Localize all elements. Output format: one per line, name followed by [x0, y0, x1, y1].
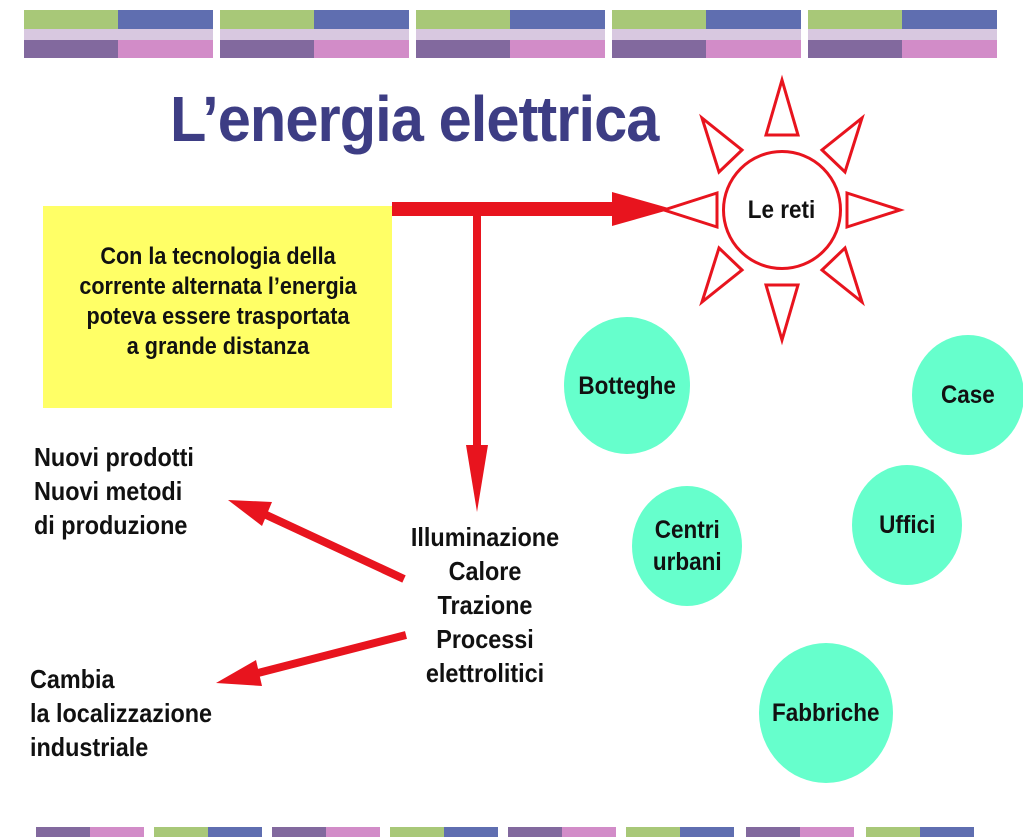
node-uffici-label: Uffici — [878, 511, 936, 539]
networks-hub: Le reti — [722, 150, 842, 270]
effect-relocation: Cambia la localizzazione industriale — [30, 664, 213, 762]
arrow-head-upper-left — [228, 500, 272, 526]
arrow-head-down — [466, 445, 488, 512]
arrow-head-right — [612, 192, 672, 226]
node-case: Case — [912, 335, 1023, 455]
node-botteghe: Botteghe — [564, 317, 690, 454]
node-uffici: Uffici — [852, 465, 962, 585]
node-fabbriche: Fabbriche — [759, 643, 893, 783]
arrow-to-networks — [392, 202, 622, 216]
effect-new-products: Nuovi prodotti Nuovi metodi di produzion… — [34, 442, 194, 540]
arrow-to-relocation — [257, 631, 407, 677]
arrow-to-uses — [473, 214, 481, 454]
arrow-head-lower-left — [216, 660, 262, 686]
node-centri-urbani-label: Centri urbani — [652, 516, 722, 576]
bottom-stripe-bar — [36, 827, 974, 837]
node-case-label: Case — [941, 381, 995, 409]
arrow-to-new-products — [260, 509, 406, 583]
node-botteghe-label: Botteghe — [578, 371, 676, 400]
info-box-text: Con la tecnologia della corrente alterna… — [79, 243, 357, 360]
top-stripe-bar — [24, 10, 997, 58]
node-fabbriche-label: Fabbriche — [772, 699, 880, 727]
sun-rays — [659, 74, 905, 346]
info-box — [43, 206, 392, 408]
networks-hub-label: Le reti — [748, 195, 816, 224]
node-centri-urbani: Centri urbani — [632, 486, 742, 606]
uses-list: Illuminazione Calore Trazione Processi e… — [410, 522, 560, 688]
page-title: L’energia elettrica — [170, 83, 659, 155]
